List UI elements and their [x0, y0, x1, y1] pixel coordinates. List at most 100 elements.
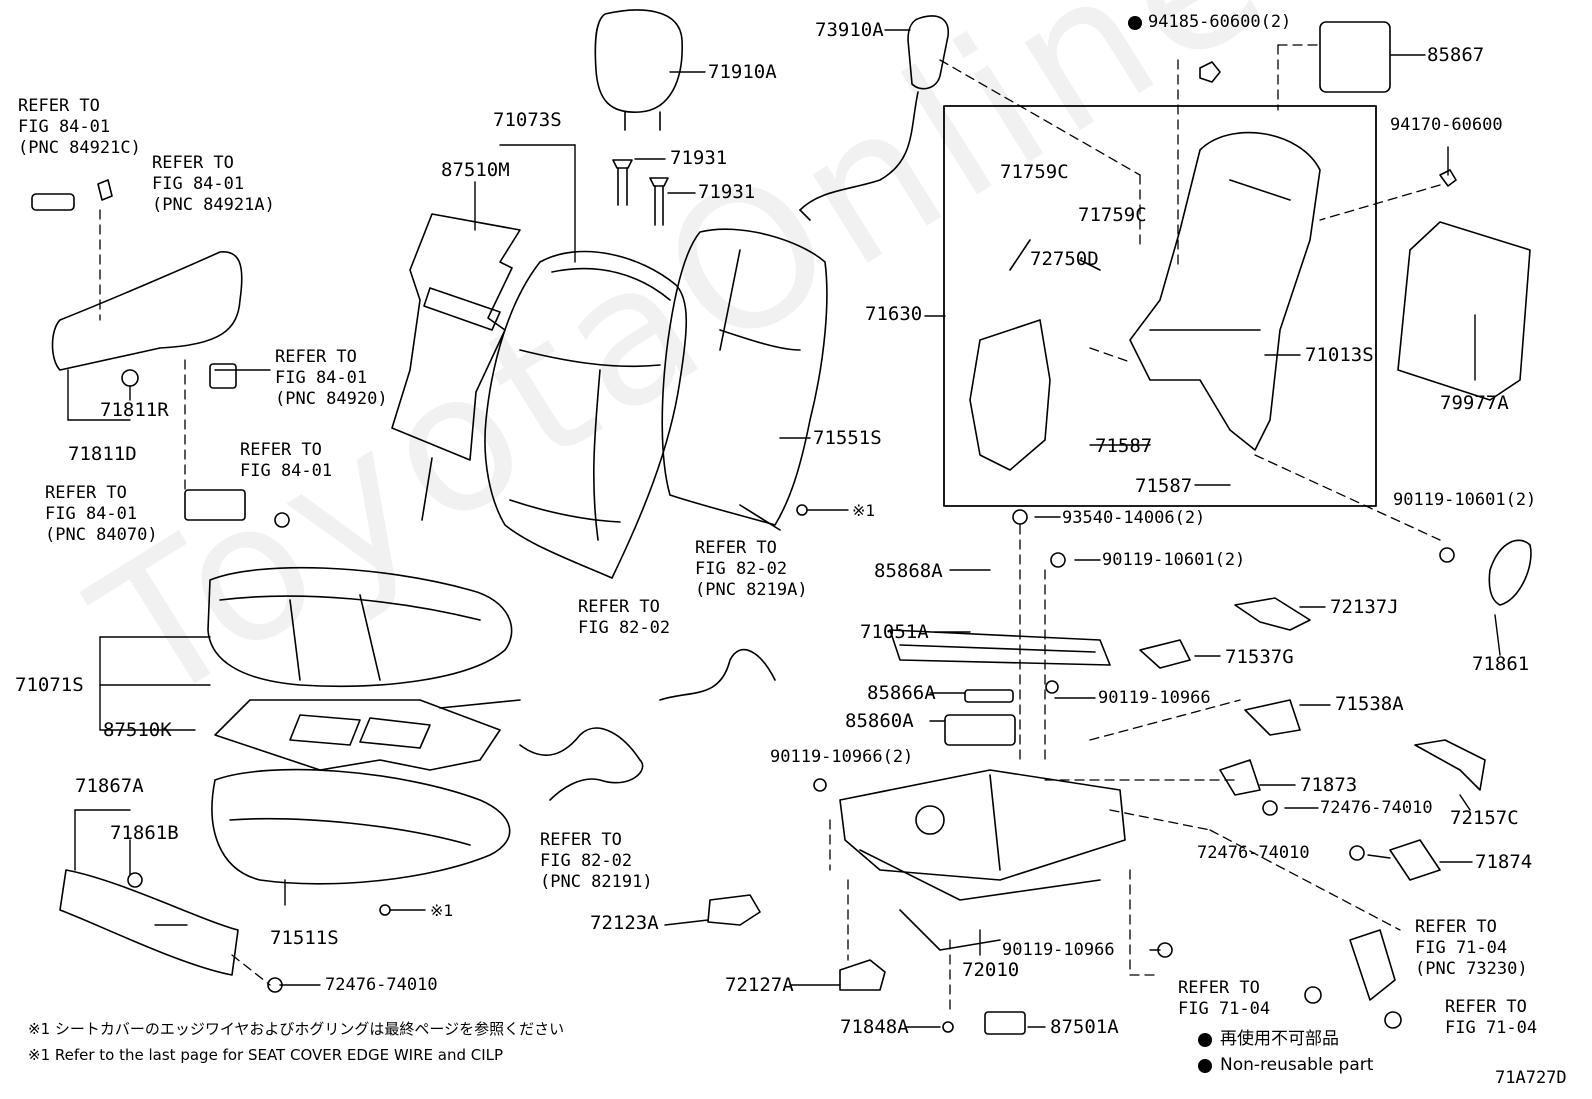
seatback-frame-shape	[1129, 131, 1321, 451]
bolt-shape-1	[1199, 61, 1221, 83]
part-label-71587-b: 71587	[1135, 475, 1193, 497]
bolt-shape-16	[1384, 1011, 1402, 1029]
part-label-85866A: 85866A	[867, 682, 936, 704]
part-label-71759C-2: 71759C	[1078, 204, 1147, 226]
legend-dot-icon-jp	[1198, 1033, 1212, 1047]
connector-87501A-shape	[984, 1011, 1026, 1035]
bolt-shape-10	[1157, 942, 1173, 958]
bolt-shape-9	[1349, 845, 1365, 861]
cover-72123A-shape	[707, 894, 761, 926]
switch-knob-shape-2	[97, 179, 113, 201]
part-label-85860A: 85860A	[845, 710, 914, 732]
part-label-71910A: 71910A	[708, 61, 777, 83]
front-trim-shape	[59, 869, 239, 976]
headrest-guide-shape	[612, 159, 669, 226]
footnote-english: ※1 Refer to the last page for SEAT COVER…	[28, 1046, 504, 1064]
part-label-90119-10966-b: 90119-10966	[1002, 940, 1115, 960]
bolt-shape-5	[1045, 680, 1059, 694]
refer-to-84921A: REFER TO FIG 84-01 (PNC 84921A)	[152, 153, 275, 215]
part-label-87510M: 87510M	[441, 159, 510, 181]
part-label-85868A: 85868A	[874, 560, 943, 582]
refer-to-84070: REFER TO FIG 84-01 (PNC 84070)	[45, 483, 158, 545]
part-label-87501A: 87501A	[1050, 1016, 1119, 1038]
wire-harness-82191-shape	[519, 727, 644, 801]
side-shield-shape	[51, 251, 243, 389]
hog-ring-shape-2	[379, 904, 391, 916]
seatback-frame-left-shape	[969, 239, 1101, 471]
part-label-71811D: 71811D	[68, 443, 137, 465]
seat-ecu-shape	[184, 489, 246, 521]
part-label-71759C-1: 71759C	[1000, 161, 1069, 183]
part-label-87510K: 87510K	[103, 719, 172, 741]
refer-to-84-01: REFER TO FIG 84-01	[240, 440, 333, 481]
seat-adjuster-shape	[839, 769, 1126, 951]
part-label-79977A: 79977A	[1440, 392, 1509, 414]
cover-72157C-shape	[1414, 739, 1486, 791]
refer-to-73230: REFER TO FIG 71-04 (PNC 73230)	[1415, 917, 1528, 979]
part-label-71587-a: 71587	[1095, 435, 1153, 457]
part-label-71873: 71873	[1300, 774, 1358, 796]
part-label-71051A: 71051A	[860, 621, 929, 643]
part-label-71931-b: 71931	[698, 181, 756, 203]
cushion-heater-shape	[214, 699, 521, 771]
part-label-71867A: 71867A	[75, 775, 144, 797]
part-label-72750D: 72750D	[1030, 248, 1099, 270]
cover-71874-shape	[1389, 839, 1441, 881]
legend-dot-icon-en	[1198, 1059, 1212, 1073]
part-label-72127A: 72127A	[725, 974, 794, 996]
cover-71537G-shape	[1139, 639, 1191, 669]
bolt-shape-15	[1304, 986, 1322, 1004]
part-label-71538A: 71538A	[1335, 693, 1404, 715]
part-label-71013S: 71013S	[1305, 344, 1374, 366]
refer-to-8219A: REFER TO FIG 82-02 (PNC 8219A)	[695, 538, 808, 600]
part-label-71861: 71861	[1472, 653, 1530, 675]
bolt-shape-13	[127, 872, 143, 888]
part-label-71073S: 71073S	[493, 109, 562, 131]
refer-to-82-02: REFER TO FIG 82-02	[578, 597, 671, 638]
part-label-72010: 72010	[962, 959, 1020, 981]
part-label-71630: 71630	[865, 303, 923, 325]
part-label-71537G: 71537G	[1225, 646, 1294, 668]
bolt-shape-11	[274, 512, 290, 528]
cushion-pad-shape	[211, 768, 511, 885]
lumbar-switch-shape	[1319, 21, 1391, 93]
footnote-japanese: ※1 シートカバーのエッジワイヤおよびホグリングは最終ページを参照ください	[28, 1020, 565, 1038]
part-label-71551S: 71551S	[813, 427, 882, 449]
part-label-90119-10966-a: 90119-10966	[1098, 688, 1211, 708]
switch-knob-shape	[31, 193, 75, 211]
seatback-pad-shape	[661, 228, 828, 531]
bolt-shape-7	[1439, 547, 1455, 563]
part-label-71861B: 71861B	[110, 822, 179, 844]
belt-buckle-shape	[1349, 929, 1396, 1001]
headrest-pad-shape	[1488, 539, 1532, 606]
part-label-90119-10601-a: 90119-10601(2)	[1393, 490, 1537, 510]
wire-harness-8219A-shape	[659, 648, 776, 701]
legend-non-reusable-jp: 再使用不可部品	[1220, 1029, 1339, 1049]
part-label-72157C: 72157C	[1450, 807, 1519, 829]
part-label-73910A: 73910A	[815, 19, 884, 41]
seat-spring-shape	[889, 629, 1111, 666]
refer-to-82191: REFER TO FIG 82-02 (PNC 82191)	[540, 830, 653, 892]
non-reusable-dot-icon	[1128, 16, 1142, 30]
bolt-shape-4	[1050, 552, 1066, 568]
part-label-72123A: 72123A	[590, 912, 659, 934]
part-label-94185-60600: 94185-60600(2)	[1148, 12, 1292, 32]
legend-non-reusable-en: Non-reusable part	[1220, 1055, 1374, 1075]
refer-to-84920: REFER TO FIG 84-01 (PNC 84920)	[275, 347, 388, 409]
hog-ring-note-marker-1: ※1	[852, 501, 876, 520]
cover-71873-shape	[1219, 759, 1261, 796]
part-label-72476-74010-b: 72476-74010	[1197, 843, 1310, 863]
part-label-72476-74010-c: 72476-74010	[325, 975, 438, 995]
bolt-shape-14	[942, 1021, 954, 1033]
headrest-shape	[594, 9, 683, 131]
part-label-71874: 71874	[1475, 851, 1533, 873]
bolt-shape-6	[813, 778, 827, 792]
part-label-71931-a: 71931	[670, 147, 728, 169]
bolt-shape-12	[267, 977, 283, 993]
lumbar-module-shape	[964, 689, 1014, 703]
back-heater-plate-shape	[391, 213, 521, 521]
frame-assembly-box	[943, 105, 1377, 507]
refer-to-71-04-a: REFER TO FIG 71-04	[1178, 978, 1271, 1019]
figure-code: 71A727D	[1495, 1068, 1567, 1088]
